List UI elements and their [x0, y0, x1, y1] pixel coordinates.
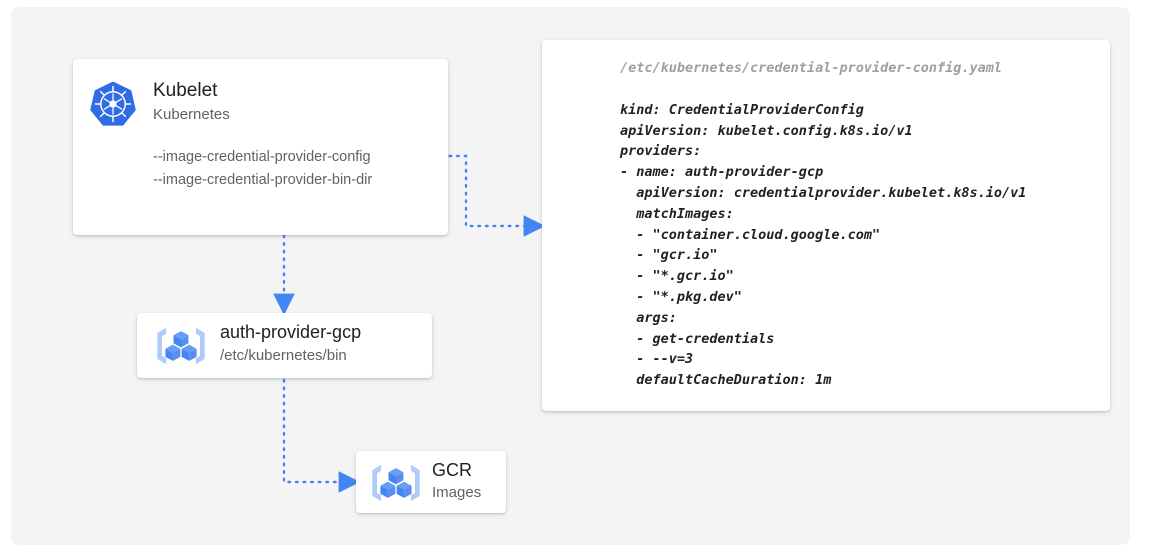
auth-provider-gcp-title: auth-provider-gcp — [220, 322, 362, 342]
kubelet-flag-provider-config: --image-credential-provider-config — [153, 149, 371, 165]
yaml-file-path: /etc/kubernetes/credential-provider-conf… — [620, 60, 1003, 76]
kubelet-card-title: Kubelet — [153, 80, 218, 101]
gcp-container-registry-icon — [157, 327, 205, 365]
kubernetes-logo-icon — [90, 81, 136, 126]
yaml-line: - name: auth-provider-gcp — [620, 164, 824, 181]
yaml-line: - "*.pkg.dev" — [620, 288, 742, 305]
gcr-card-subtitle: Images — [432, 484, 482, 501]
yaml-line: - "*.gcr.io" — [620, 268, 734, 285]
yaml-line: apiVersion: credentialprovider.kubelet.k… — [620, 184, 1027, 201]
yaml-line: - "gcr.io" — [620, 247, 718, 264]
auth-provider-gcp-subtitle: /etc/kubernetes/bin — [220, 347, 347, 364]
yaml-line: providers: — [620, 143, 702, 160]
auth-provider-gcp-card[interactable]: auth-provider-gcp /etc/kubernetes/bin — [137, 313, 432, 378]
yaml-line: apiVersion: kubelet.config.k8s.io/v1 — [620, 122, 913, 139]
yaml-line: defaultCacheDuration: 1m — [620, 372, 832, 389]
yaml-line: - --v=3 — [620, 351, 694, 368]
gcr-card-title: GCR — [432, 460, 472, 480]
kubelet-card[interactable]: Kubelet Kubernetes --image-credential-pr… — [73, 59, 448, 235]
kubelet-flag-provider-bin-dir: --image-credential-provider-bin-dir — [153, 172, 373, 188]
yaml-line: - "container.cloud.google.com" — [620, 226, 881, 243]
yaml-line: matchImages: — [620, 205, 734, 222]
yaml-line: - get-credentials — [620, 330, 775, 347]
kubelet-card-subtitle: Kubernetes — [153, 106, 230, 123]
gcp-container-registry-icon — [372, 464, 420, 502]
yaml-lines: kind: CredentialProviderConfig apiVersion… — [620, 100, 1102, 391]
yaml-line: kind: CredentialProviderConfig — [620, 101, 864, 118]
credential-provider-config-card[interactable]: /etc/kubernetes/credential-provider-conf… — [542, 40, 1110, 411]
yaml-line: args: — [620, 309, 677, 326]
gcr-card[interactable]: GCR Images — [356, 451, 506, 513]
yaml-code-block: /etc/kubernetes/credential-provider-conf… — [620, 58, 1102, 403]
